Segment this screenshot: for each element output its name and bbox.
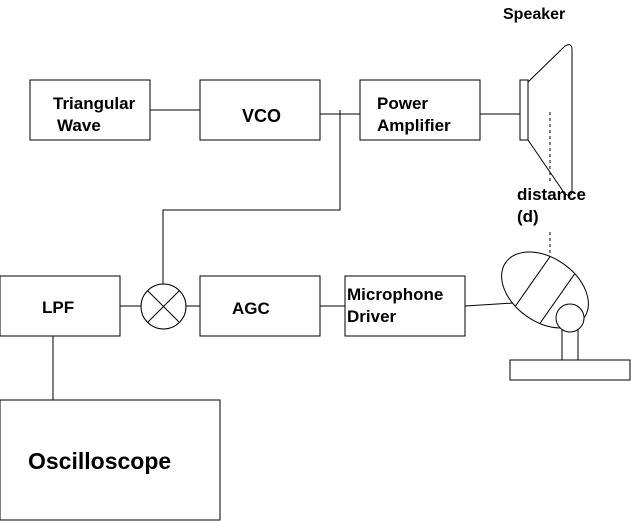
speaker-magnet (519, 79, 529, 141)
mixer-icon (140, 283, 187, 330)
agc-label: AGC (232, 299, 270, 318)
power-amplifier-block: Power Amplifier (359, 79, 481, 141)
connections (52, 105, 520, 400)
oscilloscope-label: Oscilloscope (28, 448, 171, 474)
triangular-wave-label-line1: Triangular (53, 94, 136, 113)
oscilloscope-block: Oscilloscope (0, 399, 221, 521)
microphone-head-icon (501, 251, 589, 329)
distance-label-line1: distance (517, 185, 586, 204)
microphone-driver-block: Microphone Driver (344, 275, 466, 337)
power-amplifier-label-line2: Amplifier (377, 116, 451, 135)
vco-label: VCO (242, 106, 281, 126)
speaker: Speaker (503, 6, 573, 196)
microphone-driver-label-line1: Microphone (347, 285, 443, 304)
agc-block: AGC (199, 275, 321, 337)
microphone-base (509, 359, 631, 381)
microphone-knob (555, 303, 585, 333)
triangular-wave-block: Triangular Wave (29, 79, 151, 141)
triangular-wave-label-line2: Wave (57, 116, 101, 135)
wire-vco-to-mixer (162, 110, 341, 286)
lpf-label: LPF (42, 298, 74, 317)
distance-label-line2: (d) (517, 207, 539, 226)
vco-block: VCO (199, 79, 321, 141)
speaker-label: Speaker (503, 6, 565, 23)
microphone-driver-label-line2: Driver (347, 307, 397, 326)
wire-microphone-to-driver (464, 302, 515, 307)
lpf-block: LPF (0, 275, 121, 337)
power-amplifier-label-line1: Power (377, 94, 428, 113)
microphone (501, 251, 631, 381)
